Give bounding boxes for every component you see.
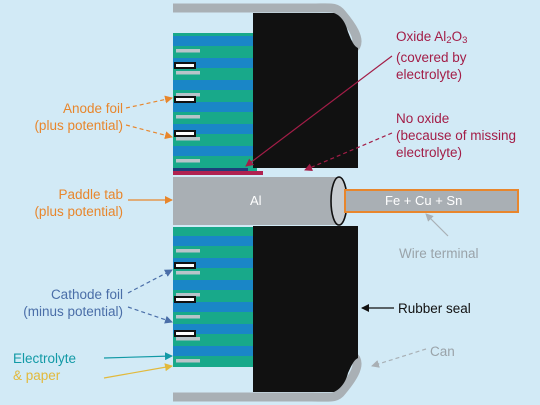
paper-label: & paper bbox=[13, 368, 61, 383]
alloy-label: Fe + Cu + Sn bbox=[385, 193, 463, 208]
rubber-seal-upper bbox=[253, 13, 358, 168]
annotation-arrows bbox=[103, 55, 449, 379]
oxide-layer bbox=[173, 168, 248, 171]
can-label: Can bbox=[430, 344, 455, 359]
wire-terminal-graphic bbox=[344, 189, 519, 213]
oxide-label: Oxide Al2O3 (covered by electrolyte) bbox=[396, 29, 468, 82]
wire-terminal-label: Wire terminal bbox=[399, 246, 479, 261]
cathode-foil-label: Cathode foil (minus potential) bbox=[23, 287, 123, 319]
paddle-tab-label: Paddle tab (plus potential) bbox=[34, 187, 123, 219]
paddle-tab bbox=[173, 177, 339, 225]
winding-upper bbox=[173, 33, 257, 173]
anode-foil-label: Anode foil (plus potential) bbox=[34, 101, 123, 133]
electrolyte-label: Electrolyte bbox=[13, 351, 77, 366]
no-oxide-label: No oxide (because of missing electrolyte… bbox=[396, 111, 517, 160]
al-label: Al bbox=[250, 193, 262, 208]
rubber-seal-label: Rubber seal bbox=[398, 301, 471, 316]
winding-lower bbox=[173, 227, 257, 367]
no-oxide-layer bbox=[173, 171, 263, 175]
rubber-seal-lower bbox=[253, 226, 358, 392]
